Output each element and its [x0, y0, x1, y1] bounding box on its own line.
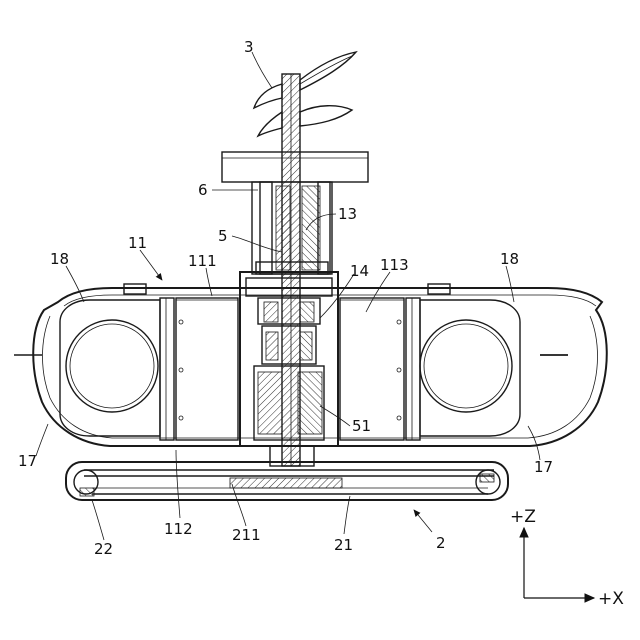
label-18-left: 18	[50, 250, 69, 268]
label-112: 112	[164, 520, 193, 538]
label-17-left: 17	[18, 452, 37, 470]
label-211: 211	[232, 526, 261, 544]
label-11: 11	[128, 234, 147, 252]
axis-z-label: +Z	[510, 507, 536, 527]
label-6: 6	[198, 181, 208, 199]
label-14: 14	[350, 262, 369, 280]
label-21: 21	[334, 536, 353, 554]
label-3: 3	[244, 38, 254, 56]
label-18-right: 18	[500, 250, 519, 268]
label-5: 5	[218, 227, 228, 245]
label-17-right: 17	[534, 458, 553, 476]
label-51: 51	[352, 417, 371, 435]
screw-shaft	[282, 74, 300, 466]
label-22: 22	[94, 540, 113, 558]
label-111: 111	[188, 252, 217, 270]
left-wheel-chamber	[60, 298, 174, 440]
label-113: 113	[380, 256, 409, 274]
auger-blade	[254, 52, 356, 136]
label-2: 2	[436, 534, 446, 552]
label-13: 13	[338, 205, 357, 223]
axis-x-label: +X	[598, 589, 624, 609]
coordinate-axes: +Z +X	[510, 507, 624, 609]
right-wheel-chamber	[406, 298, 520, 440]
